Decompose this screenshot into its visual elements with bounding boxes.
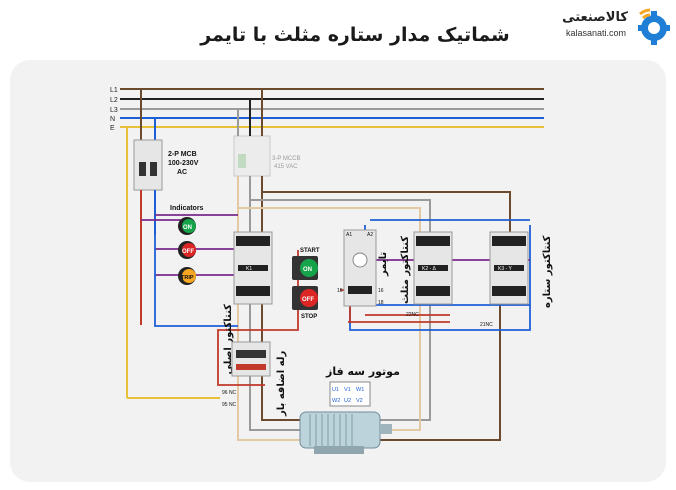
- delta-contactor[interactable]: K2 - Δ: [413, 231, 453, 305]
- terminal-22nc: 22NC: [406, 312, 419, 318]
- motor-u1: U1: [332, 387, 339, 393]
- brand-logo[interactable]: کالاصنعتی kalasanati.com: [560, 8, 672, 48]
- stop-button-label: OFF: [302, 297, 314, 303]
- three-phase-motor: [299, 411, 392, 454]
- main-contactor[interactable]: K1: [233, 231, 273, 305]
- terminal-95nc: 95 NC: [222, 402, 237, 408]
- main-contactor-tag: K1: [246, 266, 252, 272]
- terminal-21nc: 21NC: [480, 322, 493, 328]
- motor-v1: V1: [344, 387, 351, 393]
- motor-w1: W1: [356, 387, 364, 393]
- bus-label-l2: L2: [110, 97, 118, 104]
- mcb-2p-label-3: AC: [177, 169, 187, 176]
- timer-16: 16: [378, 288, 384, 294]
- indicators-title: Indicators: [170, 205, 204, 212]
- indicator-lamp-trip: TRIP: [178, 267, 196, 285]
- indicator-label-on: ON: [183, 225, 192, 231]
- motor-w2: W2: [332, 398, 340, 404]
- logo-text-fa: کالاصنعتی: [562, 10, 628, 25]
- start-button[interactable]: ON: [292, 256, 318, 280]
- overload-relay[interactable]: [231, 341, 271, 377]
- star-contactor-label: کنتاکتور ستاره: [542, 235, 553, 308]
- mccb-label-1: 3-P MCCB: [272, 156, 301, 162]
- mccb-label-2: 415 VAC: [274, 164, 298, 170]
- bus-label-l3: L3: [110, 107, 118, 114]
- overload-relay-label: رله اضافه بار: [276, 350, 287, 417]
- indicator-lamp-on: ON: [178, 217, 196, 235]
- timer-a2: A2: [367, 232, 373, 238]
- delta-contactor-tag: K2 - Δ: [422, 266, 437, 272]
- motor-terminal-box: U1 V1 W1 W2 U2 V2: [329, 381, 371, 407]
- timer-18: 18: [378, 300, 384, 306]
- mcb-2p-label-1: 2-P MCB: [168, 151, 197, 158]
- timer-label: تایمر: [378, 252, 389, 277]
- timer-a1: A1: [346, 232, 352, 238]
- stop-label: STOP: [301, 314, 317, 320]
- motor-u2: U2: [344, 398, 351, 404]
- header: شماتیک مدار ستاره مثلث با تایمر کالاصنعت…: [0, 0, 676, 58]
- stop-button[interactable]: OFF: [292, 286, 318, 310]
- mccb-3p[interactable]: 3-P MCCB 415 VAC: [233, 135, 301, 177]
- start-button-label: ON: [303, 267, 312, 273]
- indicator-lamp-off: OFF: [178, 241, 196, 259]
- star-contactor-tag: K3 - Y: [498, 266, 512, 272]
- timer-15: 15: [337, 288, 343, 294]
- schematic-diagram: L1 L2 L3 N E 2-P MCB 100-230V AC 3-P MCC…: [10, 60, 666, 482]
- main-contactor-label: کنتاکتور اصلی: [223, 304, 234, 375]
- bus-label-l1: L1: [110, 87, 118, 94]
- terminal-96nc: 96 NC: [222, 390, 237, 396]
- motor-label: موتور سه فاز: [325, 365, 400, 378]
- star-contactor[interactable]: K3 - Y: [489, 231, 529, 305]
- bus-label-e: E: [110, 125, 115, 132]
- gear-icon: [638, 8, 670, 45]
- schematic-svg: L1 L2 L3 N E 2-P MCB 100-230V AC 3-P MCC…: [110, 87, 553, 454]
- logo-text-en: kalasanati.com: [565, 28, 627, 38]
- start-label: START: [300, 248, 320, 254]
- timer-relay[interactable]: A1 A2 15 16 18: [337, 229, 384, 307]
- mcb-2p[interactable]: 2-P MCB 100-230V AC: [133, 139, 199, 191]
- motor-v2: V2: [356, 398, 363, 404]
- page-title: شماتیک مدار ستاره مثلث با تایمر: [200, 24, 510, 46]
- indicator-label-off: OFF: [182, 249, 194, 255]
- mcb-2p-label-2: 100-230V: [168, 160, 199, 167]
- indicator-label-trip: TRIP: [181, 275, 194, 281]
- delta-contactor-label: کنتاکتور مثلث: [400, 236, 411, 304]
- bus-bars: L1 L2 L3 N E: [110, 87, 544, 132]
- bus-label-n: N: [110, 116, 115, 123]
